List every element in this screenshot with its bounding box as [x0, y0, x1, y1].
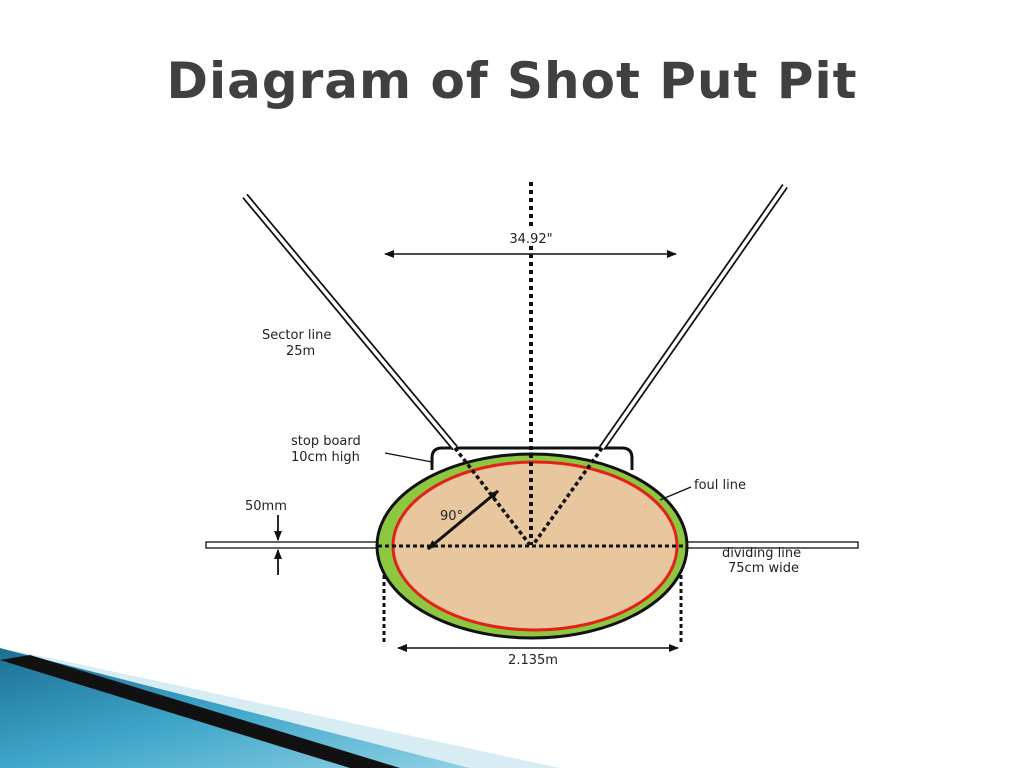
- stop-board-height-label: 10cm high: [291, 450, 360, 465]
- foul-line-leader: [659, 486, 692, 501]
- angle-label: 90°: [440, 509, 463, 524]
- diameter-label: 2.135m: [508, 653, 558, 668]
- dividing-line-label: dividing line: [722, 546, 801, 561]
- sector-line-right: [599, 183, 788, 451]
- sector-line-label: Sector line: [262, 328, 331, 343]
- sector-extension-right: [531, 446, 604, 547]
- top-distance-label: 34.92": [509, 232, 552, 247]
- sector-line-left: [242, 193, 458, 451]
- slide-title: Diagram of Shot Put Pit: [166, 52, 858, 110]
- stop-board-leader: [384, 452, 433, 463]
- toe-height-label: 50mm: [245, 499, 287, 514]
- stop-board-label: stop board: [291, 434, 361, 449]
- foul-line-label: foul line: [694, 478, 746, 493]
- radius-arrow: [427, 489, 499, 551]
- sector-line-length-label: 25m: [286, 344, 315, 359]
- dividing-line-width-label: 75cm wide: [728, 561, 799, 576]
- corner-decoration: [0, 648, 560, 768]
